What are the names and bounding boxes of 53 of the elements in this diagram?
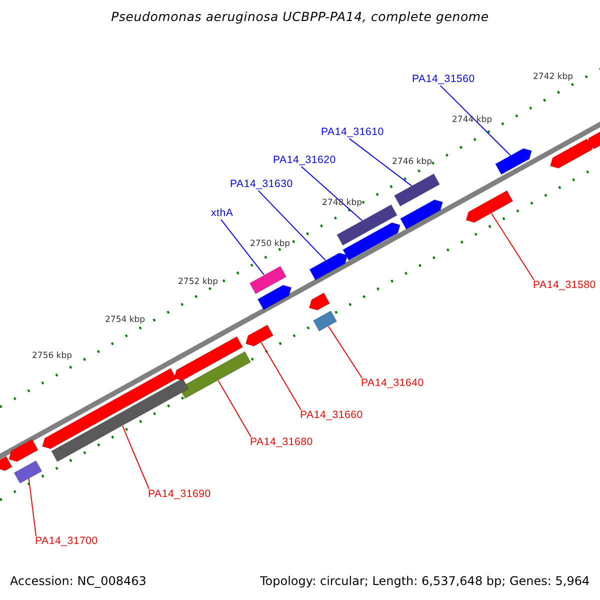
footer-text: Accession: NC_008463 [10, 575, 146, 588]
gene-feature [308, 252, 348, 281]
leader-line [328, 326, 362, 378]
scale-label: 2754 kbp [105, 316, 146, 326]
scale-label: 2748 kbp [322, 199, 362, 208]
title: Pseudomonas aeruginosa UCBPP-PA14, complete genome [110, 10, 490, 24]
leader-line [440, 85, 511, 156]
gene-feature [308, 292, 330, 311]
gene-bar [50, 378, 190, 462]
leader-line [348, 138, 412, 187]
gene-feature [8, 438, 39, 462]
gene-label: PA14_31580 [533, 280, 596, 292]
gene-feature [586, 130, 600, 150]
leader-line [260, 342, 302, 410]
gene-feature [494, 148, 532, 176]
gene-feature [400, 199, 444, 230]
leader-line [28, 478, 36, 536]
leader-line [122, 426, 150, 490]
scale-label: 2756 kbp [32, 352, 72, 362]
gene-feature [257, 284, 292, 310]
gene-bar [178, 350, 252, 400]
gene-feature [42, 368, 178, 450]
scale-label: 2746 kbp [392, 158, 432, 168]
gene-feature [466, 190, 514, 223]
gene-feature [0, 456, 13, 472]
footer-text: Topology: circular; Length: 6,537,648 bp; Genes: 5,964 [260, 575, 590, 588]
scale-label: 2744 kbp [452, 116, 492, 126]
gene-bar [13, 460, 43, 484]
gene-label: PA14_31610 [321, 127, 384, 139]
gene-feature [174, 336, 244, 382]
scale-label: 2742 kbp [533, 73, 574, 82]
gene-bar [312, 310, 338, 332]
gene-feature [245, 324, 274, 347]
gene-label: PA14_31700 [35, 536, 98, 548]
scale-label: 2752 kbp [178, 278, 218, 288]
leader-line [491, 212, 534, 280]
gene-label: PA14_31620 [273, 155, 336, 167]
gene-label: PA14_31660 [300, 410, 363, 422]
gene-label: xthA [211, 208, 234, 220]
gene-label: PA14_31690 [148, 489, 211, 501]
leader-line [300, 166, 363, 222]
gene-feature [342, 222, 401, 261]
gene-bar [249, 266, 287, 294]
gene-label: PA14_31680 [250, 437, 313, 449]
gene-label: PA14_31560 [412, 74, 475, 86]
gene-label: PA14_31630 [230, 179, 293, 191]
leader-line [218, 380, 252, 438]
gene-bar [394, 173, 440, 207]
gene-label: PA14_31640 [361, 378, 424, 390]
leader-line [258, 190, 326, 261]
scale-label: 2750 kbp [250, 240, 290, 250]
gene-feature [550, 138, 594, 169]
leader-line [220, 219, 264, 276]
